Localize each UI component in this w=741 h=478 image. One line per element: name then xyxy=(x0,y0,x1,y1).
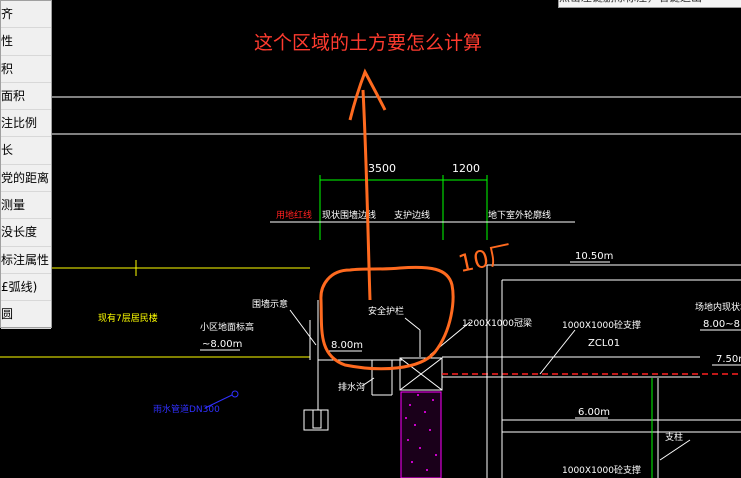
menu-item[interactable]: 性 xyxy=(1,28,51,56)
label-zcl: ZCL01 xyxy=(588,338,620,349)
handwritten-note: 10厂 xyxy=(456,239,515,278)
elevation-800-mid: 8.00m xyxy=(331,340,363,351)
annotation-arrow-head xyxy=(348,68,387,121)
fence-footing xyxy=(303,409,329,431)
menu-item[interactable]: 积 xyxy=(1,56,51,83)
elevation-600: 6.00m xyxy=(578,407,610,418)
status-hint: 点击左键删除标注，右键退出 xyxy=(558,0,741,8)
context-menu: 齐 性 积 面积 注比例 长 党的距离 测量 没长度 标注属性 £弧线) 圆 xyxy=(0,0,52,329)
column-leader xyxy=(659,439,691,461)
crown-beam-x xyxy=(399,357,443,391)
drain-pipe-marker xyxy=(231,390,239,398)
label-basement-outer: 地下室外轮廓线 xyxy=(488,209,551,221)
safety-rail-leader xyxy=(404,317,421,331)
leader xyxy=(204,394,233,409)
label-support-column: 支柱 xyxy=(665,431,683,443)
menu-item[interactable]: 长 xyxy=(1,137,51,165)
menu-item[interactable]: £弧线) xyxy=(1,274,51,302)
leader xyxy=(361,377,375,387)
fence-footing-inner xyxy=(312,409,322,429)
menu-item[interactable]: 标注属性 xyxy=(1,247,51,274)
label-drain-ditch: 排水沟 xyxy=(338,381,365,393)
menu-item[interactable]: 党的距离 xyxy=(1,165,51,193)
menu-item[interactable]: 齐 xyxy=(1,1,51,29)
dimension-text-1200: 1200 xyxy=(452,162,480,175)
menu-item[interactable]: 面积 xyxy=(1,83,51,111)
elevation-800-left: ~8.00m xyxy=(202,339,242,350)
leader xyxy=(289,309,317,346)
annotation-arrow-shaft xyxy=(361,89,372,301)
label-support-line: 支护边线 xyxy=(394,209,430,221)
menu-item[interactable]: 注比例 xyxy=(1,110,51,138)
label-fence-wall: 围墙示意 xyxy=(252,298,288,310)
label-safety-rail: 安全护栏 xyxy=(368,305,404,317)
question-annotation: 这个区域的土方要怎么计算 xyxy=(254,32,483,54)
elevation-1050: 10.50m xyxy=(575,251,613,262)
menu-item[interactable]: 测量 xyxy=(1,192,51,220)
label-property-line: 用地红线 xyxy=(276,209,312,221)
label-support-beam-1: 1000X1000砼支撑 xyxy=(562,319,641,331)
label-existing-building: 现有7层居民楼 xyxy=(98,312,158,324)
label-site-ground: 场地内现状地面 xyxy=(695,301,741,313)
label-crown-beam: 1200X1000冠梁 xyxy=(462,317,532,329)
label-retaining-wall: 现状围墙边线 xyxy=(322,209,376,221)
elevation-800-right: 8.00~8 xyxy=(703,319,740,330)
label-community-ground: 小区地面标高 xyxy=(200,321,254,333)
label-drain-pipe: 雨水管道DN300 xyxy=(153,403,220,415)
menu-item[interactable]: 圆 xyxy=(1,301,51,329)
dimension-text-3500: 3500 xyxy=(368,162,396,175)
support-beam-leader xyxy=(539,329,576,375)
annotation-circle xyxy=(319,265,455,371)
support-pile xyxy=(400,391,442,478)
label-support-beam-2: 1000X1000砼支撑 xyxy=(562,464,641,476)
menu-item[interactable]: 没长度 xyxy=(1,219,51,247)
elevation-750: 7.50m xyxy=(716,354,741,365)
